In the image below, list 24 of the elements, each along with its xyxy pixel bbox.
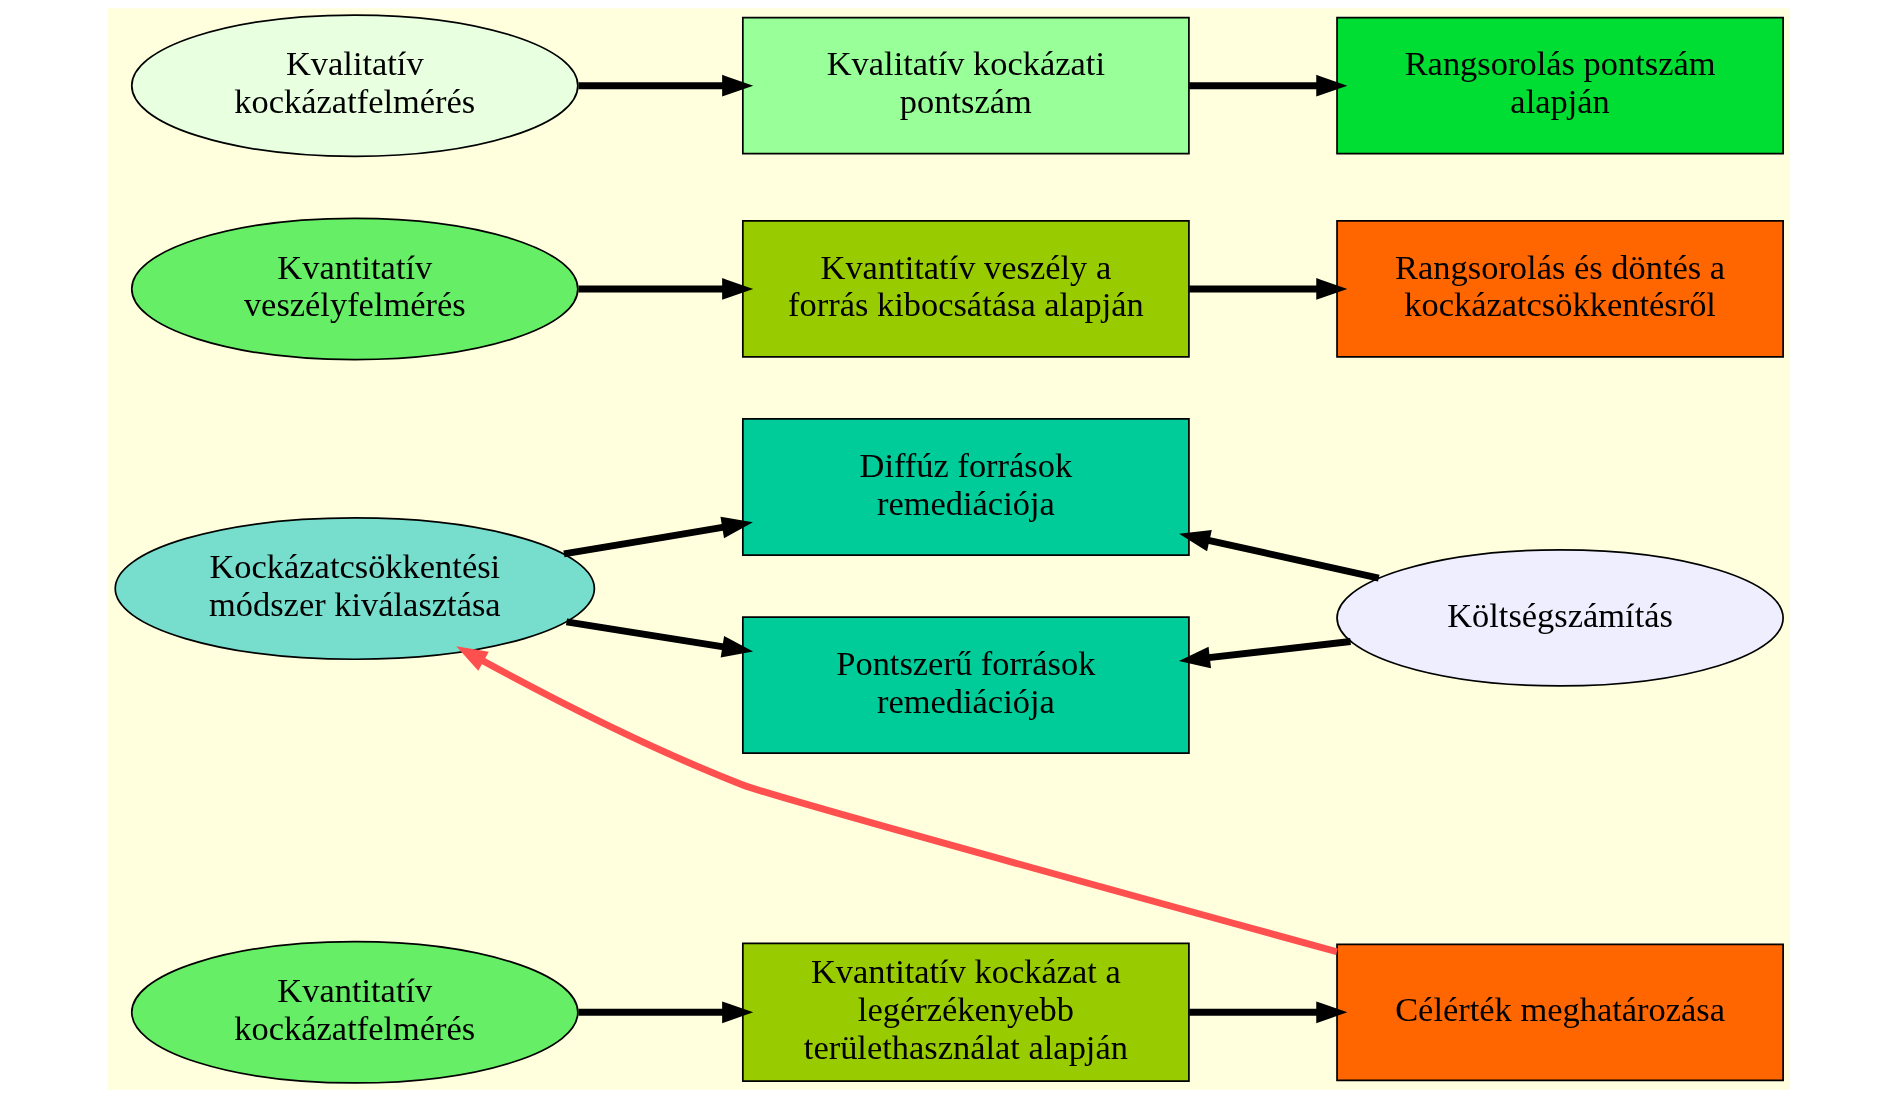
- arrow: [1189, 278, 1348, 300]
- node-ellipse: Kockázatcsökkentési módszer kiválasztása: [114, 517, 596, 661]
- arrow: [456, 646, 1338, 956]
- node-ellipse: Kvantitatív kockázatfelmérés: [130, 940, 579, 1084]
- arrow: [565, 618, 754, 658]
- node-ellipse: Kvantitatív veszélyfelmérés: [130, 217, 579, 361]
- arrow: [578, 1001, 754, 1024]
- arrow: [578, 74, 754, 97]
- node-box: Célérték meghatározása: [1336, 943, 1784, 1082]
- node-box: Kvantitatív kockázat a legérzékenyebb területhasználat alapján: [742, 942, 1190, 1083]
- node-box: Diffúz források remediációja: [742, 418, 1190, 556]
- arrow: [1189, 1001, 1348, 1024]
- node-box: Pontszerű források remediációja: [742, 616, 1190, 754]
- arrow: [1178, 638, 1351, 669]
- arrow: [1189, 74, 1348, 97]
- node-box: Rangsorolás és döntés a kockázatcsökkentésről: [1336, 220, 1784, 358]
- node-ellipse: Költségszámítás: [1336, 549, 1784, 687]
- arrow: [578, 278, 754, 300]
- node-box: Kvalitatív kockázati pontszám: [742, 16, 1190, 155]
- arrow: [563, 516, 753, 558]
- arrow: [1179, 529, 1380, 582]
- node-ellipse: Kvalitatív kockázatfelmérés: [130, 14, 579, 158]
- node-box: Kvantitatív veszély a forrás kibocsátása alapján: [742, 220, 1190, 358]
- node-box: Rangsorolás pontszám alapján: [1336, 16, 1784, 155]
